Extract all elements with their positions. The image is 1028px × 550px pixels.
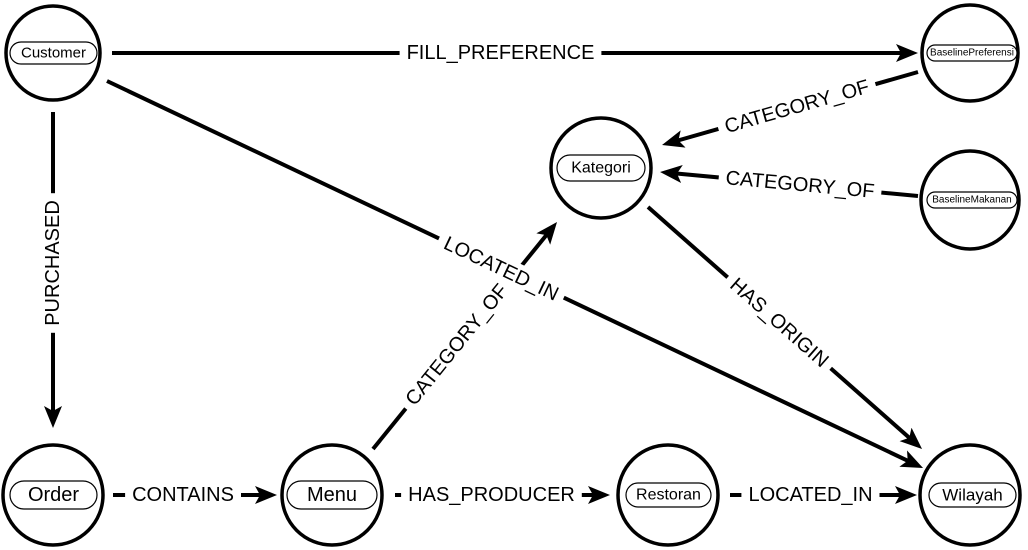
node-label-pill: [556, 154, 646, 182]
edge-label-text: LOCATED_IN: [748, 484, 872, 506]
edge-label-text: CONTAINS: [132, 484, 234, 506]
node-restoran: Restoran: [616, 443, 720, 547]
node-label: Wilayah: [942, 486, 1002, 505]
node-menu: Menu: [280, 443, 384, 547]
edge-label-text: HAS_PRODUCER: [408, 484, 575, 506]
edge-label-background: [401, 482, 582, 508]
edge-label-background: [395, 273, 519, 417]
edge-has-origin: HAS_ORIGIN: [646, 205, 923, 449]
edge-label: CONTAINS: [125, 482, 241, 508]
edge-located-in-restoran: LOCATED_IN: [730, 482, 917, 508]
edge-purchased: PURCHASED: [40, 112, 66, 428]
edge-label: FILL_PREFERENCE: [399, 40, 602, 66]
edge-label-background: [717, 164, 883, 206]
node-label: Customer: [21, 45, 86, 62]
node-label-pill: [926, 191, 1018, 209]
edge-label: CATEGORY_OF: [395, 273, 519, 417]
edge-label-background: [40, 193, 66, 333]
node-label-pill: [926, 44, 1018, 62]
edge-label: LOCATED_IN: [741, 482, 880, 508]
node-label: Restoran: [636, 487, 701, 504]
edge-label: PURCHASED: [40, 193, 66, 333]
edge-label: HAS_ORIGIN: [718, 267, 840, 379]
edge-contains: CONTAINS: [113, 482, 277, 508]
edge-has-producer: HAS_PRODUCER: [395, 482, 610, 508]
edge-located-in-customer: LOCATED_IN: [106, 79, 924, 469]
edge-fill-preference: FILL_PREFERENCE: [112, 40, 918, 66]
node-wilayah: Wilayah: [918, 443, 1022, 547]
node-kategori: Kategori: [549, 116, 653, 220]
edge-label-text: PURCHASED: [42, 200, 64, 326]
node-label-pill: [286, 480, 378, 510]
node-label: BaselineMakanan: [932, 195, 1012, 206]
node-label: Kategori: [571, 160, 631, 177]
edge-label-text: CATEGORY_OF: [722, 76, 872, 138]
edge-label-background: [399, 40, 602, 66]
edge-label-text: CATEGORY_OF: [401, 280, 512, 410]
node-label-pill: [9, 480, 98, 510]
node-label: BaselinePreferensi: [930, 48, 1014, 59]
node-label: Order: [28, 484, 79, 506]
edge-label: HAS_PRODUCER: [401, 482, 582, 508]
node-label: Menu: [307, 484, 357, 506]
edge-label-background: [741, 482, 880, 508]
node-label-pill: [625, 482, 712, 508]
node-label-pill: [928, 482, 1017, 508]
edge-label: CATEGORY_OF: [717, 164, 883, 206]
edge-label-background: [125, 482, 241, 508]
edge-label-text: HAS_ORIGIN: [725, 274, 832, 372]
edge-label: CATEGORY_OF: [714, 72, 880, 142]
edge-category-of-baseline-makanan: CATEGORY_OF: [660, 164, 919, 206]
edge-label-background: [714, 72, 880, 142]
edge-category-of-baseline-preferensi: CATEGORY_OF: [662, 70, 919, 148]
node-baseline-makanan: BaselineMakanan: [919, 149, 1021, 251]
node-baseline-preferensi: BaselinePreferensi: [920, 3, 1020, 103]
edge-label-text: FILL_PREFERENCE: [407, 42, 595, 64]
node-order: Order: [1, 443, 105, 547]
node-label-pill: [9, 41, 98, 65]
edge-label-background: [718, 267, 840, 379]
edge-label-background: [432, 227, 569, 311]
node-customer: Customer: [4, 4, 102, 102]
